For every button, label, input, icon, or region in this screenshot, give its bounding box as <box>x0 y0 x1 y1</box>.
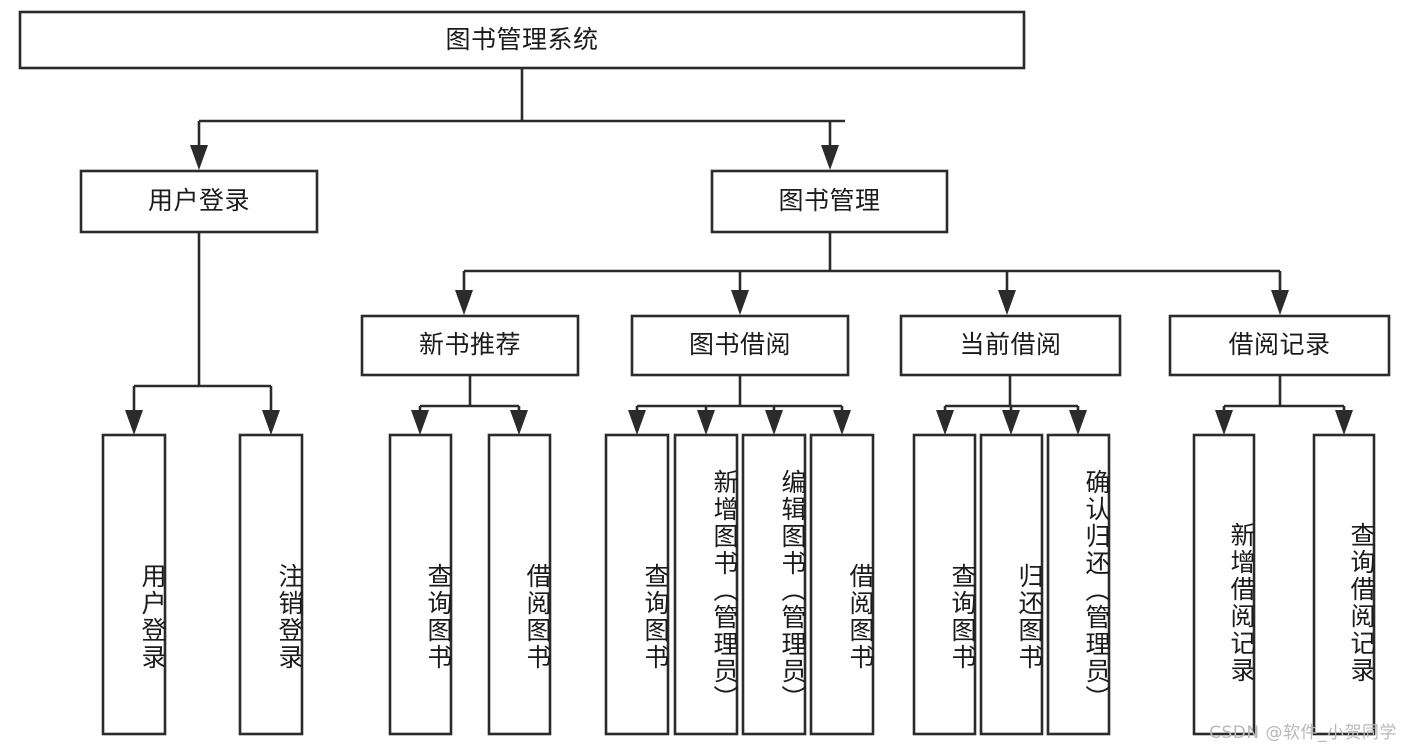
node-box-leaf-query-book-current[interactable] <box>912 433 977 736</box>
node-box-leaf-user-login[interactable] <box>101 433 167 736</box>
node-box-leaf-query-book-recommend[interactable] <box>388 433 453 736</box>
node-box-current-borrow[interactable] <box>899 314 1122 377</box>
connector-group-current-borrow <box>936 375 1087 435</box>
arrow-head-leaf-query-book-current <box>936 410 954 435</box>
arrow-head-leaf-add-borrow-record <box>1215 410 1233 435</box>
connector-group-user-login <box>125 232 280 435</box>
arrow-head-user-login <box>190 145 208 170</box>
arrow-head-leaf-borrow-book-recommend <box>510 410 528 435</box>
node-box-leaf-query-book-borrow[interactable] <box>604 433 670 736</box>
arrow-head-book-borrow <box>731 290 749 315</box>
arrow-head-leaf-user-login <box>125 410 143 435</box>
node-box-leaf-confirm-return-admin[interactable] <box>1046 433 1111 736</box>
arrow-head-leaf-add-book-admin <box>697 410 715 435</box>
connector-group-book-borrow <box>628 375 851 435</box>
node-box-leaf-query-borrow-record[interactable] <box>1312 433 1376 736</box>
connector-group-book-management <box>455 232 1289 315</box>
node-box-leaf-return-book[interactable] <box>979 433 1044 736</box>
arrow-head-borrow-record <box>1271 290 1289 315</box>
node-box-borrow-record[interactable] <box>1168 314 1391 377</box>
arrow-head-leaf-logout <box>262 410 280 435</box>
arrow-head-leaf-query-book-recommend <box>411 410 429 435</box>
node-box-root[interactable] <box>18 10 1026 70</box>
node-box-user-login[interactable] <box>79 169 319 234</box>
node-box-leaf-borrow-book-recommend[interactable] <box>487 433 552 736</box>
arrow-head-leaf-query-borrow-record <box>1335 410 1353 435</box>
arrow-head-leaf-borrow-book <box>833 410 851 435</box>
node-box-leaf-borrow-book[interactable] <box>809 433 875 736</box>
arrow-head-leaf-edit-book-admin <box>765 410 783 435</box>
arrow-head-leaf-return-book <box>1002 410 1020 435</box>
node-box-book-management[interactable] <box>710 169 949 234</box>
connector-group-new-book-recommend <box>411 375 528 435</box>
arrow-head-leaf-confirm-return-admin <box>1069 410 1087 435</box>
connector-group-root <box>190 68 845 170</box>
arrow-head-leaf-query-book-borrow <box>628 410 646 435</box>
node-box-book-borrow[interactable] <box>630 314 850 377</box>
arrow-head-book-management <box>821 145 839 170</box>
node-box-leaf-add-borrow-record[interactable] <box>1192 433 1256 736</box>
node-box-new-book-recommend[interactable] <box>360 314 580 377</box>
node-box-leaf-logout[interactable] <box>238 433 304 736</box>
node-box-leaf-add-book-admin[interactable] <box>673 433 739 736</box>
arrow-head-current-borrow <box>998 290 1016 315</box>
connector-group-borrow-record <box>1215 375 1353 435</box>
arrow-head-new-book-recommend <box>455 290 473 315</box>
node-box-leaf-edit-book-admin[interactable] <box>741 433 807 736</box>
